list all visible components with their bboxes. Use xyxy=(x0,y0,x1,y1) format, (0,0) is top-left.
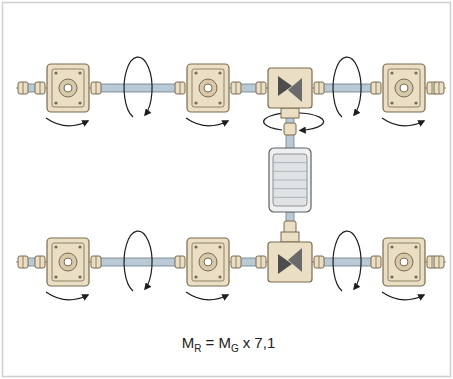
screw-jack xyxy=(383,64,425,112)
shaft-tube xyxy=(239,258,258,266)
coupling xyxy=(434,256,444,268)
rotation-arrow xyxy=(46,292,88,300)
screw-jack xyxy=(47,238,89,286)
coupling xyxy=(314,256,324,268)
coupling xyxy=(18,256,28,268)
coupling xyxy=(371,256,381,268)
formula-text: = M xyxy=(205,334,230,351)
coupling xyxy=(256,256,266,268)
bevel-gear xyxy=(288,248,302,272)
drive-shaft xyxy=(16,82,47,94)
screw-jack xyxy=(47,64,89,112)
shaft-tube xyxy=(99,258,177,266)
electric-motor xyxy=(269,148,311,212)
coupling xyxy=(35,256,45,268)
frame xyxy=(3,3,451,377)
rotation-arrow xyxy=(382,118,424,126)
coupling xyxy=(18,82,28,94)
drive-shaft xyxy=(312,82,383,94)
rotation-arrow xyxy=(186,292,228,300)
coupling xyxy=(175,256,185,268)
coupling xyxy=(314,82,324,94)
drive-shaft xyxy=(229,256,268,268)
drive-shaft xyxy=(229,82,268,94)
coupling xyxy=(284,221,296,233)
coupling xyxy=(434,82,444,94)
coupling xyxy=(91,256,101,268)
rotation-arrow xyxy=(333,231,361,291)
bevel-gearbox xyxy=(268,68,312,118)
screw-jack xyxy=(383,238,425,286)
rotation-arrow xyxy=(382,292,424,300)
formula-text: x 7,1 xyxy=(243,334,276,351)
drive-shaft xyxy=(312,256,383,268)
coupling xyxy=(284,123,296,135)
screw-jack xyxy=(187,238,229,286)
bevel-gearbox xyxy=(268,232,312,282)
coupling xyxy=(35,82,45,94)
bevel-gear xyxy=(278,76,292,96)
coupling xyxy=(231,256,241,268)
coupling xyxy=(91,82,101,94)
bevel-gear xyxy=(288,78,302,102)
torque-formula: MR = MGx 7,1 xyxy=(0,334,453,354)
formula-subscript: G xyxy=(231,343,239,354)
formula-subscript: R xyxy=(194,343,201,354)
shaft-tube xyxy=(99,84,177,92)
drive-shaft xyxy=(425,82,446,94)
shaft-tube xyxy=(322,258,373,266)
rotation-arrow xyxy=(333,57,361,117)
coupling xyxy=(256,82,266,94)
bevel-gear xyxy=(278,254,292,274)
drive-shaft xyxy=(89,82,187,94)
formula-text: M xyxy=(182,334,195,351)
rotation-arrow xyxy=(124,57,152,117)
screw-jack xyxy=(187,64,229,112)
drive-shaft xyxy=(89,256,187,268)
drive-shaft xyxy=(16,256,47,268)
rotation-arrow xyxy=(46,118,88,126)
drive-shaft xyxy=(425,256,446,268)
shaft-tube xyxy=(239,84,258,92)
coupling xyxy=(371,82,381,94)
coupling xyxy=(175,82,185,94)
coupling xyxy=(231,82,241,94)
rotation-arrow xyxy=(186,118,228,126)
shaft-tube xyxy=(322,84,373,92)
rotation-arrow xyxy=(124,231,152,291)
